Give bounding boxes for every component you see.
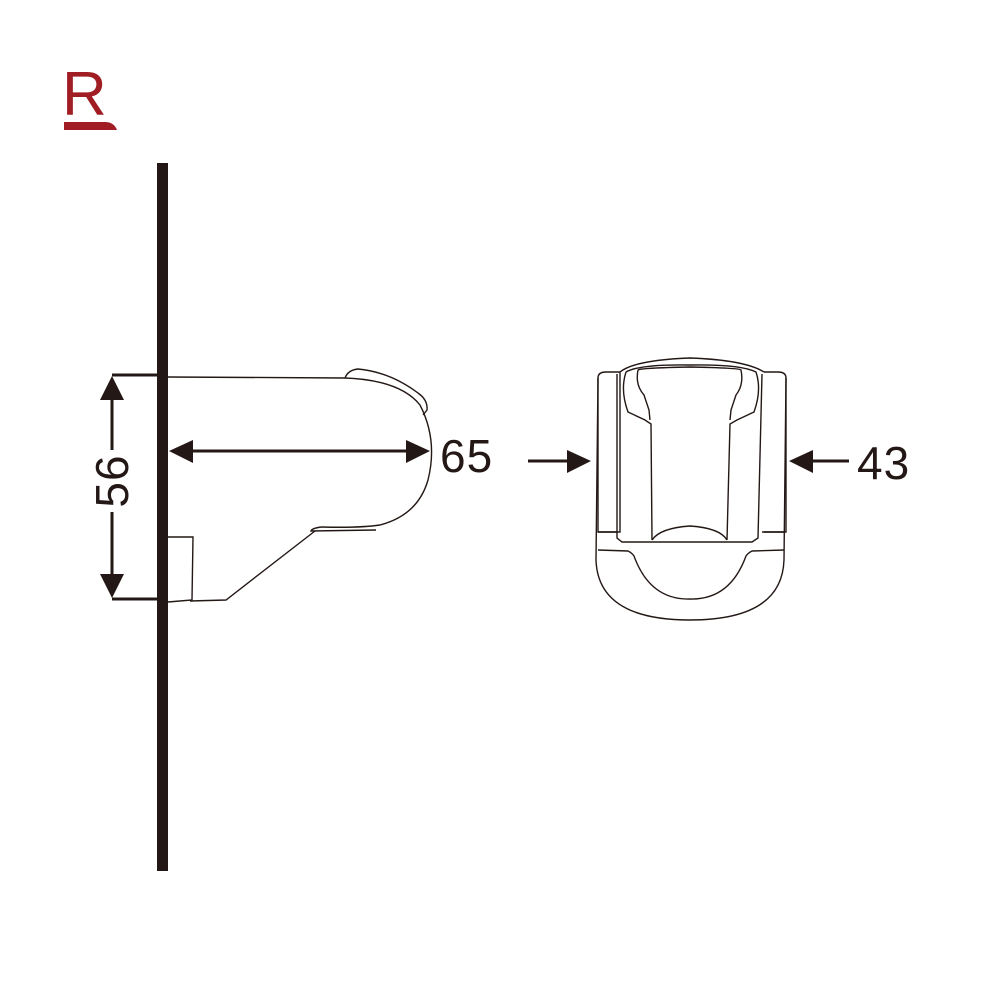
brand-logo-icon: R (62, 60, 117, 130)
height-dimension-line (100, 373, 160, 601)
height-dimension-label: 56 (86, 454, 138, 508)
depth-dimension-line (169, 440, 430, 463)
width-dimension-arrows (528, 450, 849, 473)
width-dimension-label: 43 (857, 437, 911, 489)
depth-dimension-label: 65 (440, 430, 494, 482)
svg-text:R: R (62, 60, 107, 129)
side-view-holder (167, 368, 433, 603)
front-view-holder (595, 357, 787, 621)
wall-line (157, 163, 168, 871)
